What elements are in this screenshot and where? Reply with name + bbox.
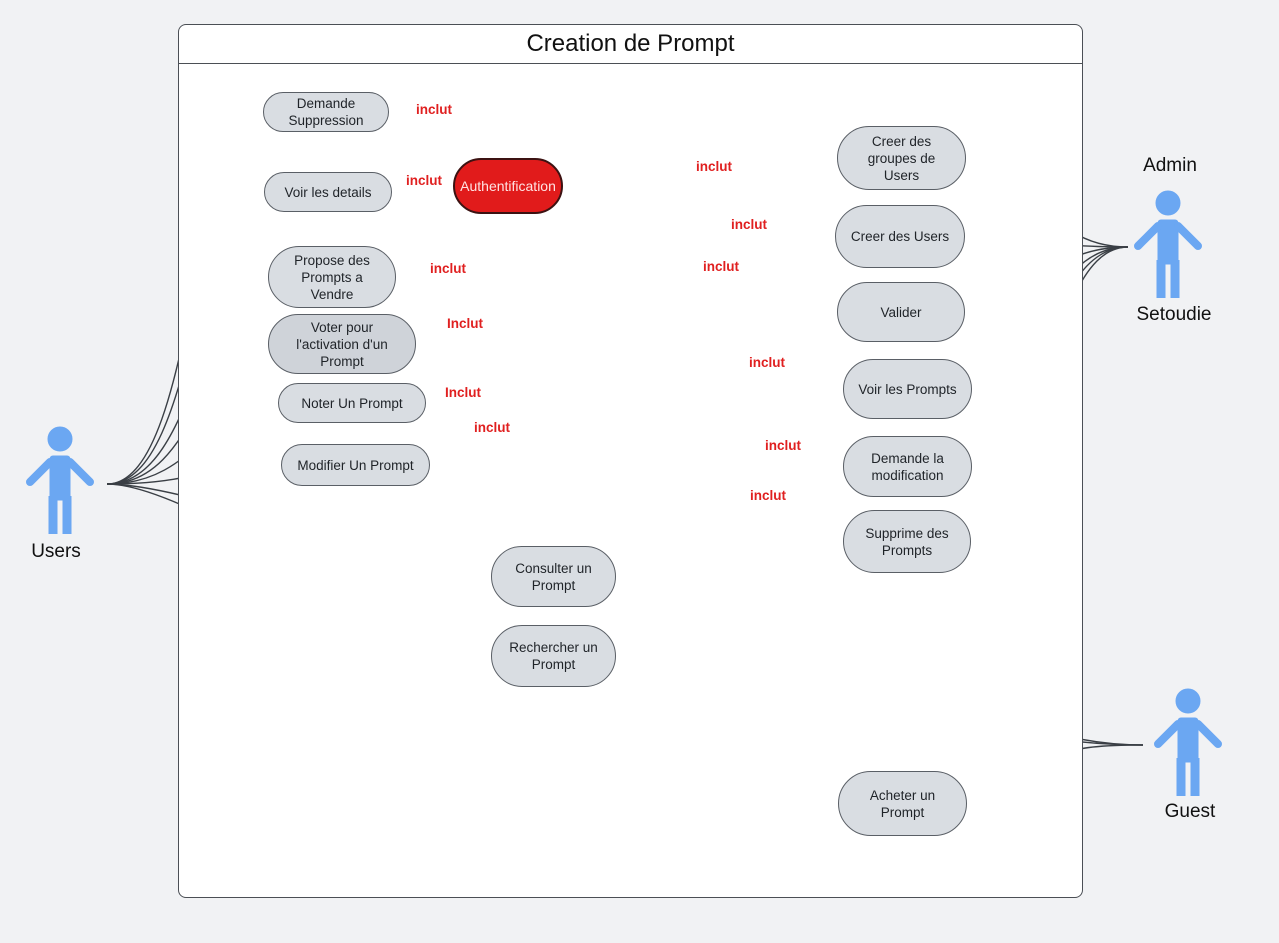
include-label: inclut (406, 173, 442, 188)
usecase-propose-prompts[interactable]: Propose des Prompts a Vendre (268, 246, 396, 308)
include-label: inclut (731, 217, 767, 232)
usecase-valider[interactable]: Valider (837, 282, 965, 342)
usecase-demande-modification[interactable]: Demande la modification (843, 436, 972, 497)
actor-label-setoudie: Setoudie (1136, 304, 1212, 325)
system-boundary-header (179, 25, 1082, 64)
include-label: inclut (416, 102, 452, 117)
include-label: Inclut (447, 316, 483, 331)
actor-label-users: Users (31, 541, 81, 562)
include-label: inclut (696, 159, 732, 174)
usecase-consulter-prompt[interactable]: Consulter un Prompt (491, 546, 616, 607)
usecase-noter-prompt[interactable]: Noter Un Prompt (278, 383, 426, 423)
usecase-rechercher-prompt[interactable]: Rechercher un Prompt (491, 625, 616, 687)
person-icon (26, 426, 94, 534)
usecase-supprime-prompts[interactable]: Supprime des Prompts (843, 510, 971, 573)
usecase-creer-groupes[interactable]: Creer des groupes de Users (837, 126, 966, 190)
usecase-voir-les-details[interactable]: Voir les details (264, 172, 392, 212)
actors (26, 190, 1222, 796)
actor-role-admin: Admin (1143, 155, 1197, 176)
usecase-voir-les-prompts[interactable]: Voir les Prompts (843, 359, 972, 419)
usecase-authentification[interactable]: Authentification (453, 158, 563, 214)
actor-label-guest: Guest (1164, 801, 1216, 822)
person-icon (1154, 688, 1222, 796)
include-label: inclut (750, 488, 786, 503)
person-icon (1134, 190, 1202, 298)
include-label: inclut (474, 420, 510, 435)
include-label: inclut (749, 355, 785, 370)
include-label: inclut (765, 438, 801, 453)
usecase-creer-users[interactable]: Creer des Users (835, 205, 965, 268)
include-label: inclut (703, 259, 739, 274)
usecase-voter-activation[interactable]: Voter pour l'activation d'un Prompt (268, 314, 416, 374)
usecase-demande-suppression[interactable]: Demande Suppression (263, 92, 389, 132)
diagram-title: Creation de Prompt (526, 30, 735, 57)
usecase-acheter-prompt[interactable]: Acheter un Prompt (838, 771, 967, 836)
usecase-modifier-prompt[interactable]: Modifier Un Prompt (281, 444, 430, 486)
include-label: inclut (430, 261, 466, 276)
include-label: Inclut (445, 385, 481, 400)
